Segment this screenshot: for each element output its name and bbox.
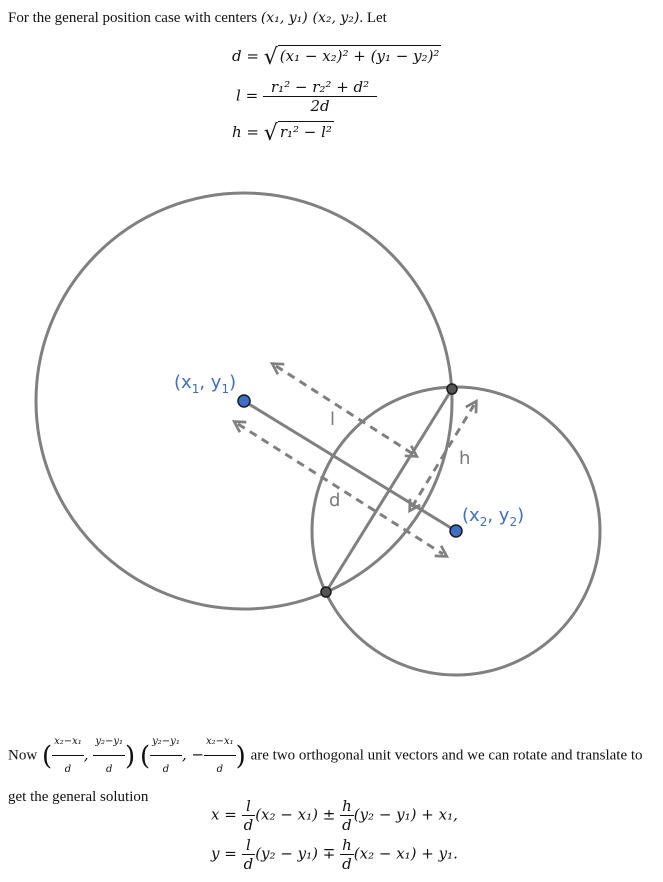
solution-y-mid: (y₂ − y₁) ∓ bbox=[255, 844, 336, 863]
intro-before: For the general position case with cente… bbox=[8, 10, 261, 26]
solution-x-mid: (x₂ − x₁) ± bbox=[255, 805, 336, 824]
x-f1-den: d bbox=[243, 816, 254, 834]
center-1-point bbox=[237, 394, 251, 408]
center1-math: (x₁, y₁) bbox=[260, 10, 308, 26]
sqrt-symbol: √ bbox=[263, 121, 278, 146]
solution-y-lhs: y = bbox=[211, 844, 237, 863]
x-f2-num: h bbox=[340, 797, 354, 816]
y-f1-den: d bbox=[243, 855, 254, 873]
v1a-den: d bbox=[64, 764, 72, 775]
v2b-den: d bbox=[216, 764, 223, 775]
equation-d: d = √(x₁ − x₂)² + (y₁ − y₂)² bbox=[232, 45, 442, 70]
equation-l-numerator: r₁² − r₂² + d² bbox=[262, 78, 378, 97]
v2a-den: d bbox=[162, 764, 170, 775]
equation-l: l = r₁² − r₂² + d² 2d bbox=[236, 78, 378, 115]
equation-d-rhs: (x₁ − x₂)² + (y₁ − y₂)² bbox=[277, 45, 442, 65]
x-f2-den: d bbox=[342, 816, 352, 834]
equation-h: h = √r₁² − l² bbox=[232, 121, 334, 146]
y-f2-den: d bbox=[342, 855, 352, 873]
equation-l-lhs: l = bbox=[236, 86, 259, 105]
sqrt-symbol: √ bbox=[263, 45, 278, 70]
v2b-num: x₂−x₁ bbox=[203, 728, 236, 756]
equation-d-lhs: d = bbox=[232, 47, 259, 65]
label-h: h bbox=[459, 448, 470, 469]
equation-h-lhs: h = bbox=[232, 123, 259, 141]
intersection-point-top bbox=[446, 383, 458, 395]
v1b-num: y₂−y₁ bbox=[93, 728, 126, 756]
center-1-label: (x1, y1) bbox=[174, 372, 236, 396]
label-l: l bbox=[330, 409, 335, 430]
circle-intersection-diagram: (x1, y1) (x2, y2) l d h bbox=[34, 191, 602, 677]
equation-l-fraction: r₁² − r₂² + d² 2d bbox=[262, 78, 378, 115]
y-f1-num: l bbox=[241, 836, 256, 855]
center-2-label: (x2, y2) bbox=[462, 505, 524, 529]
v1b-den: d bbox=[105, 764, 113, 775]
intro-after: . Let bbox=[359, 10, 387, 26]
center-2-point bbox=[449, 524, 463, 538]
arrow-d bbox=[231, 420, 450, 558]
now-word: Now bbox=[8, 747, 38, 764]
v2a-num: y₂−y₁ bbox=[150, 728, 182, 756]
y-f2-num: h bbox=[340, 836, 354, 855]
x-f1-num: l bbox=[241, 797, 256, 816]
solution-text: are two orthogonal unit vectors and we c… bbox=[8, 747, 643, 806]
intersection-point-bottom bbox=[320, 586, 332, 598]
intro-text: For the general position case with cente… bbox=[8, 8, 387, 27]
label-d: d bbox=[329, 490, 340, 511]
solution-x-end: (y₂ − y₁) + x₁, bbox=[353, 805, 458, 824]
equation-l-denominator: 2d bbox=[310, 97, 330, 115]
arrow-h bbox=[408, 398, 478, 514]
v1a-num: x₂−x₁ bbox=[52, 728, 84, 756]
solution-y-end: (x₂ − x₁) + y₁. bbox=[353, 844, 458, 863]
center2-math: (x₂, y₂) bbox=[312, 10, 360, 26]
center-line bbox=[243, 399, 457, 533]
equation-h-rhs: r₁² − l² bbox=[277, 121, 334, 141]
solution-x-lhs: x = bbox=[211, 805, 237, 824]
